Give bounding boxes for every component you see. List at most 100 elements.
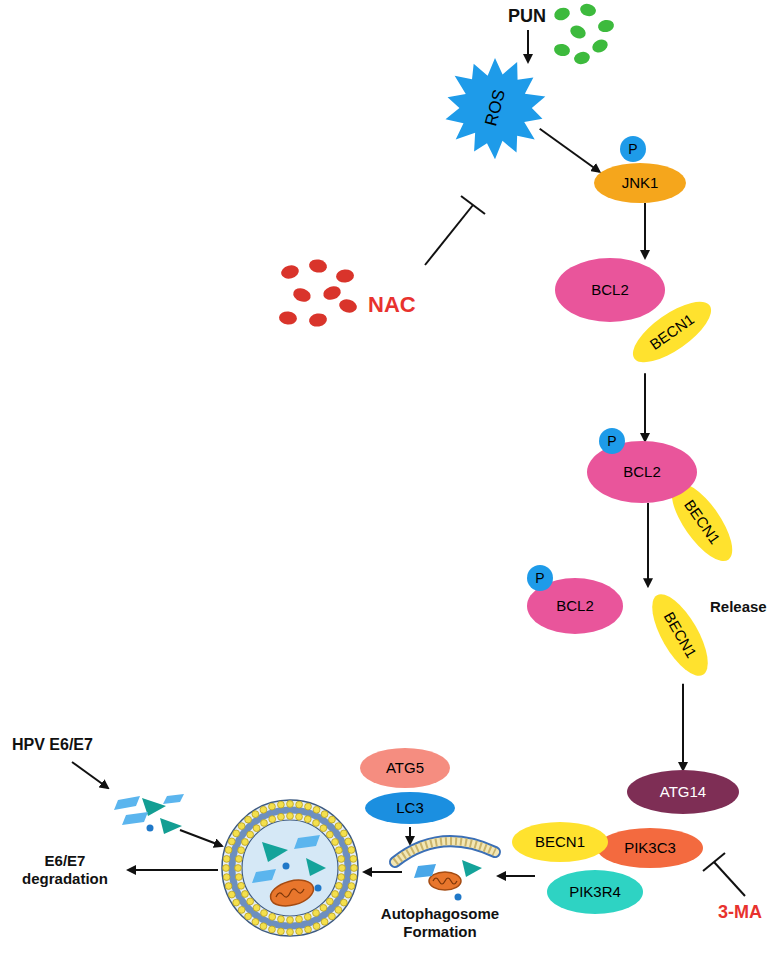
lysosome	[247, 898, 254, 905]
pun-particles	[573, 50, 592, 66]
nac-particles	[338, 297, 359, 314]
lysosome	[329, 816, 336, 823]
lysosome	[350, 855, 357, 862]
node-text: P	[628, 141, 637, 157]
pun-particles	[597, 19, 615, 34]
lysosome	[233, 899, 240, 906]
lysosome	[223, 865, 230, 872]
lysosome	[287, 917, 294, 924]
lysosome	[260, 923, 267, 930]
nac-inhibition	[425, 196, 485, 265]
virus-label: HPV E6/E7	[12, 735, 93, 754]
lysosome	[348, 847, 355, 854]
lysosome	[228, 891, 235, 898]
lysosome	[345, 891, 352, 898]
autophagosome-cargo	[455, 894, 462, 901]
lysosome	[326, 898, 333, 905]
lysosome	[335, 823, 342, 830]
step-label: Release	[710, 598, 767, 616]
protein-ellipse: PIK3R4	[547, 870, 643, 914]
lysosome	[339, 865, 346, 872]
viral-protein-fragments	[160, 818, 182, 834]
lysosome	[242, 839, 249, 846]
inhibitor-label: 3-MA	[718, 902, 762, 924]
lysosome	[305, 803, 312, 810]
lysosome	[321, 811, 328, 818]
lysosome-cargo	[294, 835, 320, 849]
lysosome	[242, 820, 338, 916]
viral-protein-fragments	[163, 794, 184, 804]
node-text: P	[607, 433, 616, 449]
3ma-inhibition	[703, 853, 725, 871]
lysosome	[260, 806, 267, 813]
node-text: PIK3R4	[569, 883, 621, 900]
lysosome	[287, 813, 294, 820]
lysosome	[242, 891, 249, 898]
signal-arrow	[540, 129, 600, 172]
autophagosome-membrane	[395, 841, 495, 862]
lysosome	[238, 907, 245, 914]
lysosome	[222, 800, 358, 936]
lysosome	[277, 801, 284, 808]
lysosome	[225, 883, 232, 890]
lysosome	[304, 816, 311, 823]
signal-arrow	[644, 203, 646, 258]
lysosome-cargo	[252, 835, 326, 910]
nac-particles	[278, 258, 358, 328]
lysosome	[296, 928, 303, 935]
lysosome	[296, 916, 303, 923]
lysosome	[326, 831, 333, 838]
nac-particles	[278, 311, 297, 326]
lysosome	[261, 820, 268, 827]
lysosome	[269, 913, 276, 920]
nac-particles	[321, 284, 342, 302]
inhibitor-label: NAC	[368, 292, 416, 318]
lysosome	[296, 801, 303, 808]
flow-arrows	[72, 762, 108, 788]
lysosome	[305, 926, 312, 933]
lysosome	[235, 856, 242, 863]
lysosome	[296, 813, 303, 820]
lysosome	[245, 816, 252, 823]
node-text: BCL2	[556, 597, 594, 614]
lysosome	[335, 882, 342, 889]
lysosome	[313, 910, 320, 917]
lysosome	[253, 825, 260, 832]
lysosome	[277, 928, 284, 935]
lysosome-cargo	[276, 889, 304, 897]
autophagosome-cargo	[462, 860, 482, 877]
protein-ellipse: BECN1	[512, 822, 608, 862]
lysosome	[345, 838, 352, 845]
lysosome	[232, 810, 348, 926]
lysosome	[320, 904, 327, 911]
autophagosome-cargo	[429, 872, 461, 890]
lysosome	[233, 830, 240, 837]
lysosome	[252, 918, 259, 925]
protein-ellipse: PIK3C3	[597, 828, 703, 868]
process-label: Autophagosome Formation	[375, 905, 505, 941]
lysosome	[348, 883, 355, 890]
flow-arrows	[364, 871, 402, 873]
lysosome	[335, 907, 342, 914]
lysosome	[313, 923, 320, 930]
phosphate-circle: P	[599, 428, 625, 454]
phosphate-circle: P	[527, 565, 553, 591]
node-text: P	[535, 570, 544, 586]
lysosome	[261, 910, 268, 917]
node-text: BECN1	[681, 497, 724, 548]
lysosome-cargo	[262, 842, 288, 862]
pun-arrow	[527, 30, 529, 62]
3ma-inhibition	[703, 853, 745, 896]
lysosome	[235, 865, 242, 872]
lysosome	[269, 816, 276, 823]
drug-label: PUN	[508, 6, 546, 28]
outcome-label: E6/E7 degradation	[10, 852, 120, 888]
protein-ellipse: ATG14	[627, 770, 739, 814]
lysosome	[222, 800, 358, 936]
viral-protein-fragments	[114, 796, 140, 810]
viral-protein-fragments	[114, 794, 184, 834]
lysosome	[287, 801, 294, 808]
lysosome	[350, 874, 357, 881]
